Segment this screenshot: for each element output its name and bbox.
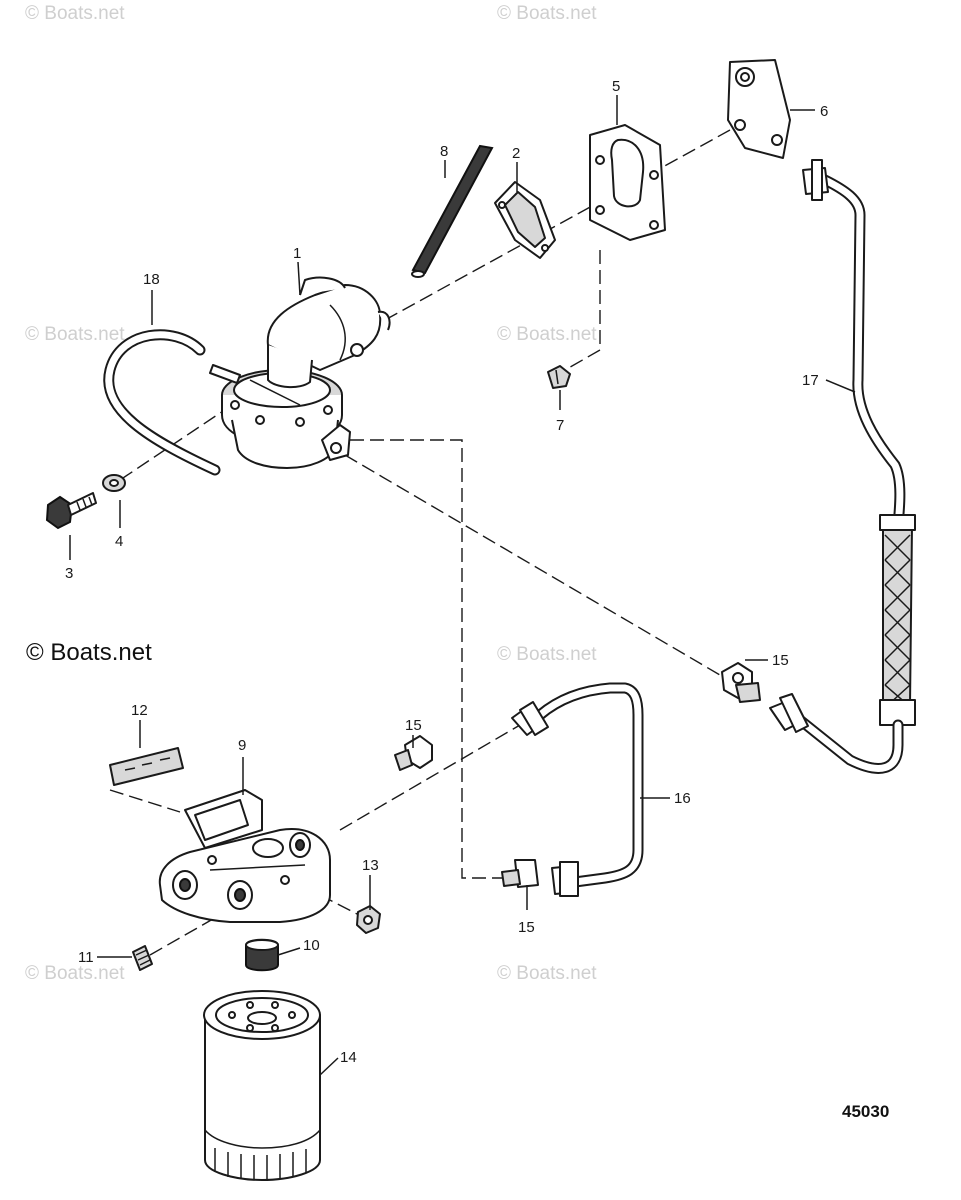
watermark: © Boats.net <box>497 963 597 984</box>
adapter-part <box>245 938 279 972</box>
leader-line <box>297 261 301 296</box>
watermark: © Boats.net <box>25 324 125 345</box>
leader-line <box>319 1057 339 1076</box>
callout-label: 15 <box>518 919 535 936</box>
leader-line <box>277 947 301 956</box>
straight-fitting-part <box>501 859 539 888</box>
bolt-part <box>45 492 97 530</box>
callout-label: 14 <box>340 1049 357 1066</box>
washer-part <box>102 474 126 492</box>
callout-label: 8 <box>440 143 448 160</box>
plug-part <box>132 945 153 971</box>
fuel-hose-part <box>103 329 221 476</box>
watermark: © Boats.net <box>25 963 125 984</box>
gasket-plate-part <box>589 124 666 241</box>
callout-label: 5 <box>612 78 620 95</box>
elbow-fitting-part <box>721 662 761 703</box>
filter-cartridge-part <box>203 990 321 1181</box>
assembly-line <box>149 914 221 956</box>
label-plate-part <box>109 747 184 786</box>
pushrod-part <box>411 144 494 278</box>
fuel-tube-part <box>511 682 644 897</box>
watermark: © Boats.net <box>25 3 125 24</box>
callout-label: 9 <box>238 737 246 754</box>
assembly-line <box>119 404 233 481</box>
callout-label: 17 <box>802 372 819 389</box>
nut-part <box>356 905 381 934</box>
fastener-part <box>547 365 571 389</box>
assembly-line <box>384 129 731 321</box>
callout-label: 4 <box>115 533 123 550</box>
leader-line <box>825 379 856 393</box>
callout-label: 15 <box>772 652 789 669</box>
callout-label: 3 <box>65 565 73 582</box>
assembly-line <box>339 724 521 831</box>
callout-label: 12 <box>131 702 148 719</box>
gasket-part <box>494 181 556 259</box>
watermark: © Boats.net <box>497 3 597 24</box>
fuel-line-part <box>769 159 916 774</box>
watermark: © Boats.net <box>497 644 597 665</box>
callout-label: 2 <box>512 145 520 162</box>
callout-label: 7 <box>556 417 564 434</box>
callout-label: 18 <box>143 271 160 288</box>
connector-fitting-part <box>394 735 433 771</box>
assembly-line <box>350 439 510 879</box>
assembly-line <box>109 789 181 813</box>
cover-plate-part <box>727 59 791 159</box>
callout-label: 16 <box>674 790 691 807</box>
assembly-line <box>564 250 601 371</box>
callout-label: 1 <box>293 245 301 262</box>
diagram-reference-number: 45030 <box>842 1102 889 1121</box>
watermark: © Boats.net <box>497 324 597 345</box>
callout-label: 10 <box>303 937 320 954</box>
assembly-line <box>344 454 726 679</box>
filter-head-part <box>158 789 331 923</box>
callout-label: 11 <box>78 949 94 966</box>
callout-label: 6 <box>820 103 828 120</box>
fuel-pump-part <box>209 276 391 469</box>
callout-label: 15 <box>405 717 422 734</box>
copyright-notice: © Boats.net <box>26 639 152 666</box>
callout-label: 13 <box>362 857 379 874</box>
